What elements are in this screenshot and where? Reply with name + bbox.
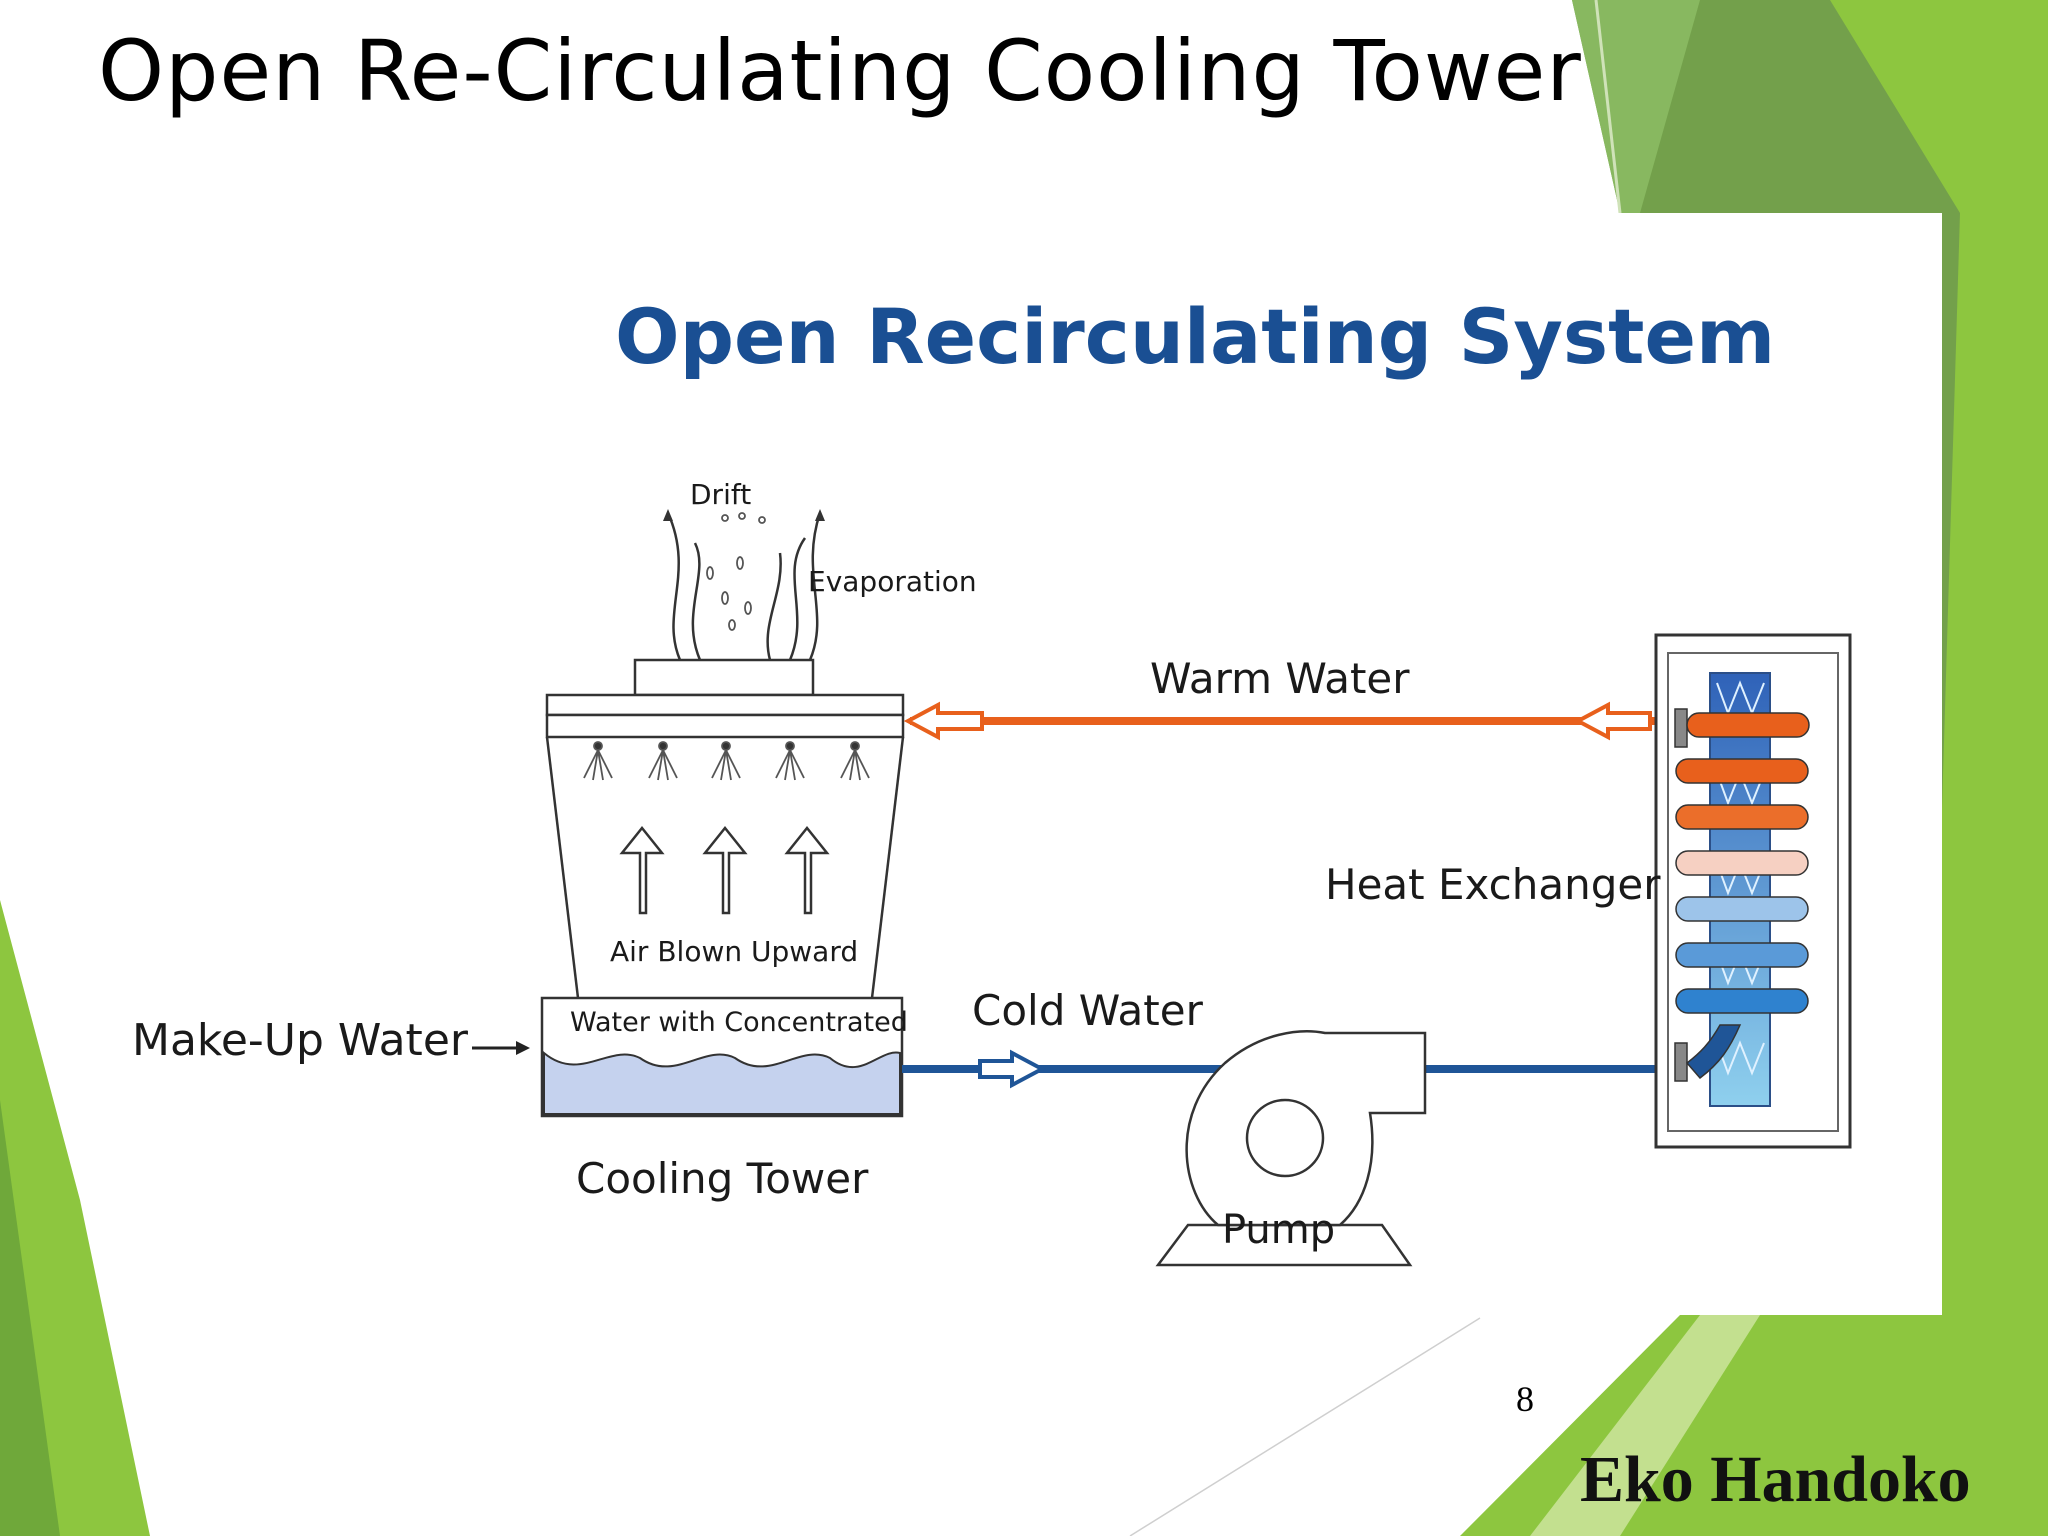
green-facet-bottom-pale [1530, 1315, 1760, 1536]
author-name: Eko Handoko [1580, 1443, 1971, 1516]
drift-label: Drift [690, 478, 751, 511]
make-up-water-arrow [472, 1041, 530, 1055]
cooling-tower-label: Cooling Tower [576, 1154, 869, 1203]
evaporation-plumes [663, 509, 825, 661]
decor-line [1129, 1317, 1481, 1536]
slide-title: Open Re-Circulating Cooling Tower [98, 22, 1582, 120]
spray-nozzles [583, 741, 870, 781]
evaporation-label: Evaporation [808, 565, 977, 598]
cold-water-label: Cold Water [972, 986, 1204, 1035]
green-facet-left-dark [0, 1100, 60, 1536]
green-facet-right-mid [1572, 0, 1700, 213]
air-arrows [619, 825, 830, 915]
warm-water-label: Warm Water [1150, 654, 1410, 703]
pump [1155, 1030, 1427, 1267]
pump-label: Pump [1222, 1207, 1335, 1253]
drift-droplets [706, 512, 766, 631]
open-recirculating-system-diagram: Open Recirculating System Drift Evaporat… [132, 292, 1852, 1267]
decor-line [1594, 0, 1622, 214]
diagram-heading: Open Recirculating System [615, 292, 1775, 381]
warm-water-pipe [903, 701, 1760, 741]
heat-exchanger [1654, 633, 1852, 1149]
make-up-water-label: Make-Up Water [132, 1015, 469, 1066]
heat-exchanger-label: Heat Exchanger [1325, 860, 1661, 909]
green-facet-right-light [1830, 0, 2048, 1536]
water-concentrated-label: Water with Concentrated [570, 1007, 908, 1038]
air-blown-upward-label: Air Blown Upward [610, 935, 858, 968]
page-number: 8 [1516, 1379, 1534, 1419]
basin-water [543, 1050, 901, 1115]
figure-card: Open Recirculating System Drift Evaporat… [120, 213, 1942, 1315]
